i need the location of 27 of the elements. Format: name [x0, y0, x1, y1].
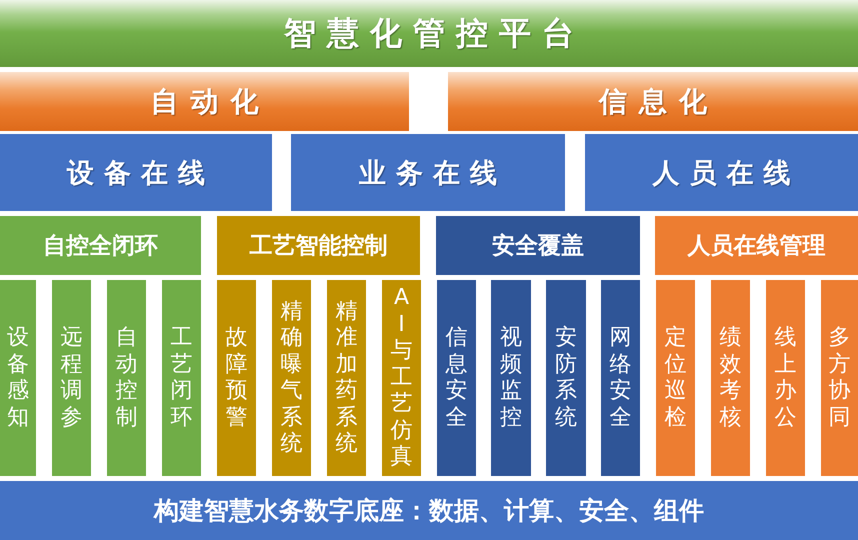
- feature-column: 定位巡检: [656, 280, 695, 476]
- feature-column: 绩效考核: [711, 280, 750, 476]
- category-header: 安全覆盖: [436, 216, 640, 275]
- feature-column: 工艺闭环: [162, 280, 201, 476]
- feature-column: 网络安全: [601, 280, 640, 476]
- feature-column: 故障预警: [217, 280, 256, 476]
- feature-column: 线上办公: [766, 280, 805, 476]
- feature-column: AI与工艺仿真: [382, 280, 421, 476]
- feature-column: 精确曝气系统: [272, 280, 311, 476]
- pillar-banner: 设备在线: [0, 134, 272, 211]
- feature-column: 远程调参: [52, 280, 91, 476]
- feature-column: 多方协同: [821, 280, 858, 476]
- feature-column: 视频监控: [491, 280, 531, 476]
- category-header: 人员在线管理: [655, 216, 858, 275]
- title-banner: 智慧化管控平台: [0, 0, 858, 67]
- category-header: 工艺智能控制: [217, 216, 420, 275]
- feature-column: 安防系统: [546, 280, 586, 476]
- section-banner: 信息化: [448, 72, 858, 131]
- pillar-banner: 业务在线: [291, 134, 565, 211]
- feature-column: 自动控制: [107, 280, 146, 476]
- feature-column: 设备感知: [0, 280, 36, 476]
- foundation-banner: 构建智慧水务数字底座：数据、计算、安全、组件: [0, 481, 858, 540]
- section-banner: 自动化: [0, 72, 409, 131]
- feature-column: 精准加药系统: [327, 280, 366, 476]
- feature-column: 信息安全: [437, 280, 476, 476]
- category-header: 自控全闭环: [0, 216, 201, 275]
- pillar-banner: 人员在线: [585, 134, 858, 211]
